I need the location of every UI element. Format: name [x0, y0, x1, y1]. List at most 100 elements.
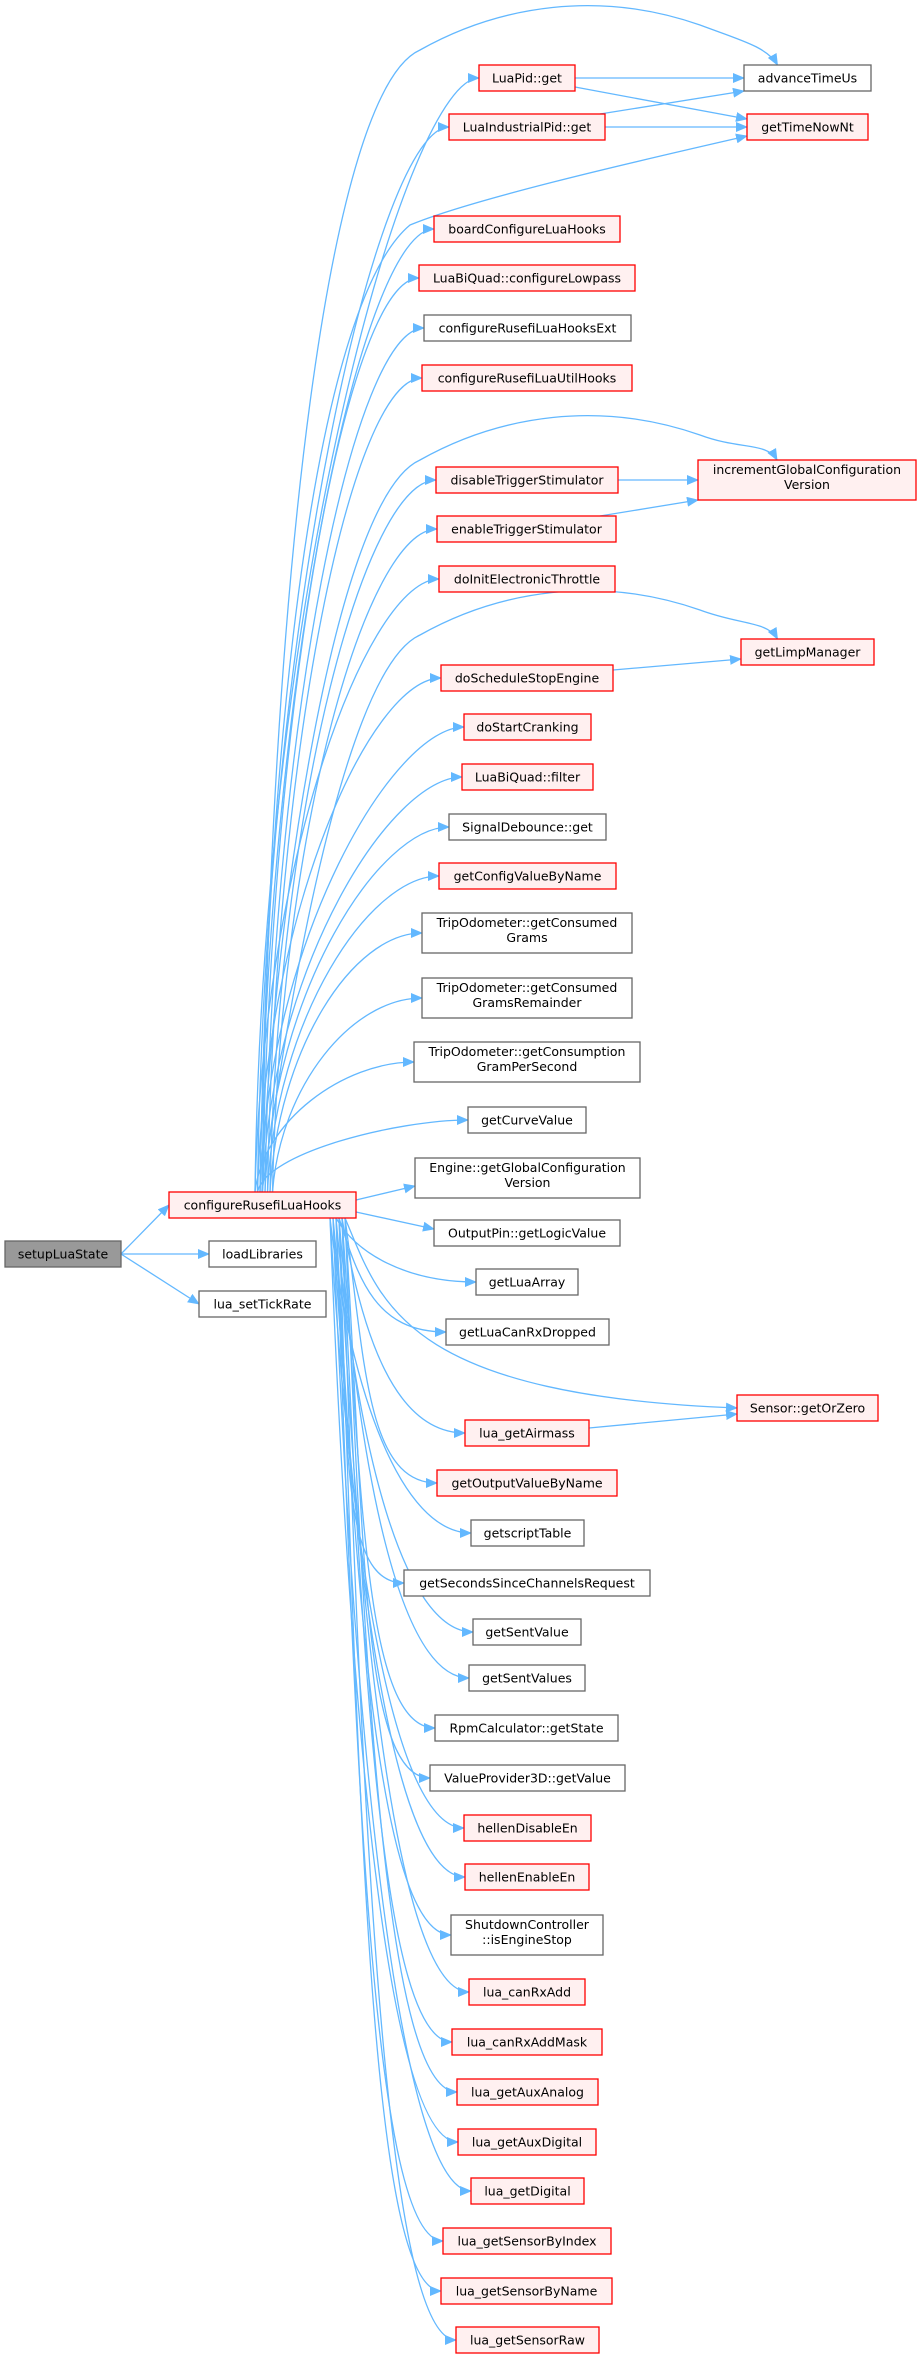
edge-configurerusefiluahooks-to-dostartcranking	[259, 722, 465, 1193]
node-getsentvalue[interactable]: getSentValue	[472, 1618, 582, 1646]
node-valueprovider3d-getvalue[interactable]: ValueProvider3D::getValue	[429, 1764, 626, 1792]
node-loadlibraries[interactable]: loadLibraries	[208, 1240, 317, 1268]
node-getluacanrxdropped[interactable]: getLuaCanRxDropped	[445, 1318, 610, 1346]
node-label: disableTriggerStimulator	[450, 473, 604, 488]
node-hellendisableen[interactable]: hellenDisableEn	[463, 1814, 592, 1842]
node-enabletriggerstimulator[interactable]: enableTriggerStimulator	[436, 515, 617, 543]
node-label: configureRusefiLuaHooks	[184, 1198, 342, 1213]
node-box	[208, 1240, 317, 1268]
node-lua-settickrate[interactable]: lua_setTickRate	[198, 1290, 327, 1318]
node-label: advanceTimeUs	[758, 71, 857, 86]
edge-configurerusefiluahooks-to-doschedulestopengine	[256, 673, 442, 1193]
edge-configurerusefiluahooks-to-advancetimeus	[261, 5, 779, 1193]
node-box	[435, 466, 619, 494]
node-sensor-getorzero[interactable]: Sensor::getOrZero	[736, 1394, 879, 1422]
node-configurerusefiluahooks[interactable]: configureRusefiLuaHooks	[168, 1191, 357, 1219]
node-label: Version	[505, 1175, 551, 1190]
node-box	[421, 364, 633, 392]
node-luabiquad-configurelowpass[interactable]: LuaBiQuad::configureLowpass	[418, 264, 636, 292]
node-box	[429, 1764, 626, 1792]
node-label: LuaBiQuad::configureLowpass	[433, 271, 621, 286]
node-lua-getairmass[interactable]: lua_getAirmass	[464, 1419, 590, 1447]
node-shutdowncontroller-isenginestop[interactable]: ShutdownController::isEngineStop	[450, 1914, 604, 1956]
node-label: GramsRemainder	[473, 995, 583, 1010]
node-box	[468, 1664, 586, 1692]
nodes-layer: setupLuaState configureRusefiLuaHooks load…	[4, 64, 917, 2354]
node-boardconfigureluahooks[interactable]: boardConfigureLuaHooks	[433, 215, 621, 243]
node-getcurvevalue[interactable]: getCurveValue	[467, 1106, 587, 1134]
node-configurerusefiluahooksext[interactable]: configureRusefiLuaHooksExt	[423, 314, 632, 342]
node-label: lua_getAuxAnalog	[471, 2085, 584, 2100]
node-getsentvalues[interactable]: getSentValues	[468, 1664, 586, 1692]
node-label: TripOdometer::getConsumed	[436, 980, 618, 995]
node-signaldebounce-get[interactable]: SignalDebounce::get	[448, 813, 607, 841]
node-label: getSentValues	[482, 1671, 572, 1686]
node-box	[413, 1041, 641, 1083]
edge-configurerusefiluahooks-to-incrementglobalconfigurationversion	[261, 415, 778, 1193]
node-lua-getauxdigital[interactable]: lua_getAuxDigital	[457, 2128, 597, 2156]
node-label: configureRusefiLuaUtilHooks	[438, 371, 617, 386]
node-dostartcranking[interactable]: doStartCranking	[463, 713, 592, 741]
node-box	[423, 314, 632, 342]
edge-configurerusefiluahooks-to-lua-getsensorraw	[341, 1217, 457, 2345]
edge-configurerusefiluahooks-to-getconfigvaluebyname	[266, 871, 440, 1193]
node-box	[461, 763, 594, 791]
node-luaindustrialpid-get[interactable]: LuaIndustrialPid::get	[448, 113, 606, 141]
node-tripodometer-getconsumptiongrampersecond[interactable]: TripOdometer::getConsumptionGramPerSecon…	[413, 1041, 641, 1083]
edge-configurerusefiluahooks-to-hellenenableen	[332, 1217, 466, 1882]
node-getlimpmanager[interactable]: getLimpManager	[740, 638, 875, 666]
node-label: getLuaCanRxDropped	[459, 1325, 596, 1340]
node-lua-canrxadd[interactable]: lua_canRxAdd	[468, 1978, 586, 2006]
edge-configurerusefiluahooks-to-luaindustrialpid-get	[256, 122, 450, 1193]
node-outputpin-getlogicvalue[interactable]: OutputPin::getLogicValue	[433, 1219, 621, 1247]
node-label: Grams	[506, 930, 547, 945]
node-luabiquad-filter[interactable]: LuaBiQuad::filter	[461, 763, 594, 791]
node-box	[433, 1219, 621, 1247]
node-lua-getsensorbyname[interactable]: lua_getSensorByName	[440, 2277, 613, 2305]
node-box	[736, 1394, 879, 1422]
node-hellenenableen[interactable]: hellenEnableEn	[464, 1863, 590, 1891]
node-getluaarray[interactable]: getLuaArray	[475, 1268, 579, 1296]
node-rpmcalculator-getstate[interactable]: RpmCalculator::getState	[434, 1714, 619, 1742]
node-luapid-get[interactable]: LuaPid::get	[478, 64, 576, 92]
node-box	[470, 1519, 585, 1547]
node-label: LuaBiQuad::filter	[475, 770, 581, 785]
node-label: Sensor::getOrZero	[750, 1401, 865, 1416]
node-configurerusefiluautilhooks[interactable]: configureRusefiLuaUtilHooks	[421, 364, 633, 392]
node-lua-getsensorraw[interactable]: lua_getSensorRaw	[455, 2326, 600, 2354]
node-box	[740, 638, 875, 666]
node-advancetimeus[interactable]: advanceTimeUs	[743, 64, 872, 92]
node-box	[418, 264, 636, 292]
edge-configurerusefiluahooks-to-engine-getglobalconfigurationversion	[355, 1183, 416, 1201]
node-label: lua_getSensorByIndex	[457, 2234, 596, 2249]
edge-configurerusefiluahooks-to-getluacanrxdropped	[338, 1217, 447, 1337]
node-box	[450, 1914, 604, 1956]
node-doinitelectronicthrottle[interactable]: doInitElectronicThrottle	[438, 565, 616, 593]
node-box	[436, 515, 617, 543]
node-getsecondssincechannelsrequest[interactable]: getSecondsSinceChannelsRequest	[403, 1569, 651, 1597]
edge-configurerusefiluahooks-to-getlimpmanager	[261, 590, 779, 1193]
node-lua-getauxanalog[interactable]: lua_getAuxAnalog	[456, 2078, 599, 2106]
node-gettimenownt[interactable]: getTimeNowNt	[746, 113, 869, 141]
node-label: loadLibraries	[222, 1247, 303, 1262]
node-label: doScheduleStopEngine	[455, 671, 600, 686]
node-doschedulestopengine[interactable]: doScheduleStopEngine	[440, 664, 614, 692]
node-getscripttable[interactable]: getscriptTable	[470, 1519, 585, 1547]
node-box	[472, 1618, 582, 1646]
node-lua-getsensorbyindex[interactable]: lua_getSensorByIndex	[442, 2227, 612, 2255]
node-box	[421, 912, 633, 954]
node-box	[451, 2028, 603, 2056]
node-getconfigvaluebyname[interactable]: getConfigValueByName	[438, 862, 617, 890]
node-getoutputvaluebyname[interactable]: getOutputValueByName	[436, 1469, 618, 1497]
node-label: lua_getAuxDigital	[472, 2135, 582, 2150]
node-label: lua_setTickRate	[214, 1297, 312, 1312]
node-box	[438, 862, 617, 890]
node-setupluastate[interactable]: setupLuaState	[4, 1240, 122, 1268]
node-disabletriggerstimulator[interactable]: disableTriggerStimulator	[435, 466, 619, 494]
node-lua-canrxaddmask[interactable]: lua_canRxAddMask	[451, 2028, 603, 2056]
node-lua-getdigital[interactable]: lua_getDigital	[470, 2177, 585, 2205]
